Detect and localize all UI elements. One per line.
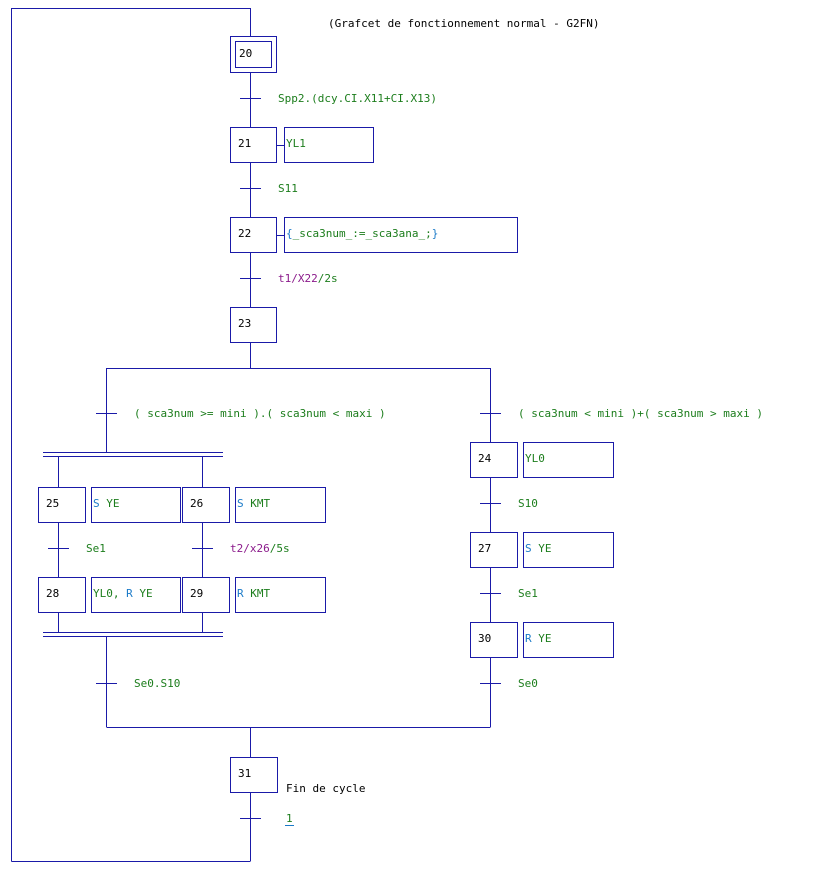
step-26[interactable]: 26	[182, 487, 230, 523]
transition-20-condition: Spp2.(dcy.CI.X11+CI.X13)	[278, 92, 437, 105]
transition-25-condition: Se1	[86, 542, 106, 555]
action-29: R KMT	[235, 577, 326, 613]
action-25: S YE	[91, 487, 181, 523]
selection-convergence	[106, 637, 491, 757]
step-number: 26	[190, 497, 203, 510]
selection-divergence	[106, 368, 491, 452]
main-links	[11, 8, 251, 862]
transition-22-condition: t1/X22/2s	[278, 272, 338, 285]
parallel-convergence-bar	[43, 632, 223, 637]
step-21[interactable]: 21	[230, 127, 277, 163]
action-text: {_sca3num_:=_sca3ana_;}	[286, 227, 438, 240]
parallel-branch-links	[58, 523, 203, 632]
step-number: 20	[239, 47, 252, 60]
action-text: R YE	[525, 632, 552, 645]
step-22[interactable]: 22	[230, 217, 277, 253]
step-29[interactable]: 29	[182, 577, 230, 613]
transition-24-condition: S10	[518, 497, 538, 510]
action-30: R YE	[523, 622, 614, 658]
transition-26-condition: t2/x26/5s	[230, 542, 290, 555]
step-number: 27	[478, 542, 491, 555]
step-24[interactable]: 24	[470, 442, 518, 478]
step-20[interactable]: 20	[230, 36, 277, 73]
step-number: 21	[238, 137, 251, 150]
action-text: S YE	[93, 497, 120, 510]
transition-left-branch-condition: ( sca3num >= mini ).( sca3num < maxi )	[134, 407, 386, 420]
step-27[interactable]: 27	[470, 532, 518, 568]
action-22: {_sca3num_:=_sca3ana_;}	[284, 217, 518, 253]
transition-join-condition: Se0.S10	[134, 677, 180, 690]
step-number: 23	[238, 317, 251, 330]
step-30[interactable]: 30	[470, 622, 518, 658]
step-25[interactable]: 25	[38, 487, 86, 523]
comment-fin-de-cycle: Fin de cycle	[286, 782, 365, 795]
action-26: S KMT	[235, 487, 326, 523]
action-27: S YE	[523, 532, 614, 568]
action-text: YL0	[525, 452, 545, 465]
step-number: 24	[478, 452, 492, 465]
transition-27-condition: Se1	[518, 587, 538, 600]
transition-31-condition: 1	[286, 812, 293, 825]
transition-21-condition: S11	[278, 182, 298, 195]
action-21: YL1	[284, 127, 374, 163]
action-text: YL1	[286, 137, 306, 150]
step-28[interactable]: 28	[38, 577, 86, 613]
step-number: 31	[238, 767, 251, 780]
step-23[interactable]: 23	[230, 307, 277, 343]
parallel-divergence-bar	[43, 452, 223, 487]
action-text: S KMT	[237, 497, 270, 510]
action-text: YL0, R YE	[93, 587, 153, 600]
action-24: YL0	[523, 442, 614, 478]
step-31[interactable]: 31	[230, 757, 278, 793]
step-number: 22	[238, 227, 251, 240]
step-number: 28	[46, 587, 59, 600]
transition-right-branch-condition: ( sca3num < mini )+( sca3num > maxi )	[518, 407, 763, 420]
diagram-title: (Grafcet de fonctionnement normal - G2FN…	[328, 17, 600, 30]
step-number: 30	[478, 632, 491, 645]
transition-ticks	[48, 98, 501, 819]
transition-30-condition: Se0	[518, 677, 538, 690]
action-28: YL0, R YE	[91, 577, 181, 613]
action-text: S YE	[525, 542, 552, 555]
step-number: 29	[190, 587, 203, 600]
action-text: R KMT	[237, 587, 270, 600]
step-number: 25	[46, 497, 59, 510]
